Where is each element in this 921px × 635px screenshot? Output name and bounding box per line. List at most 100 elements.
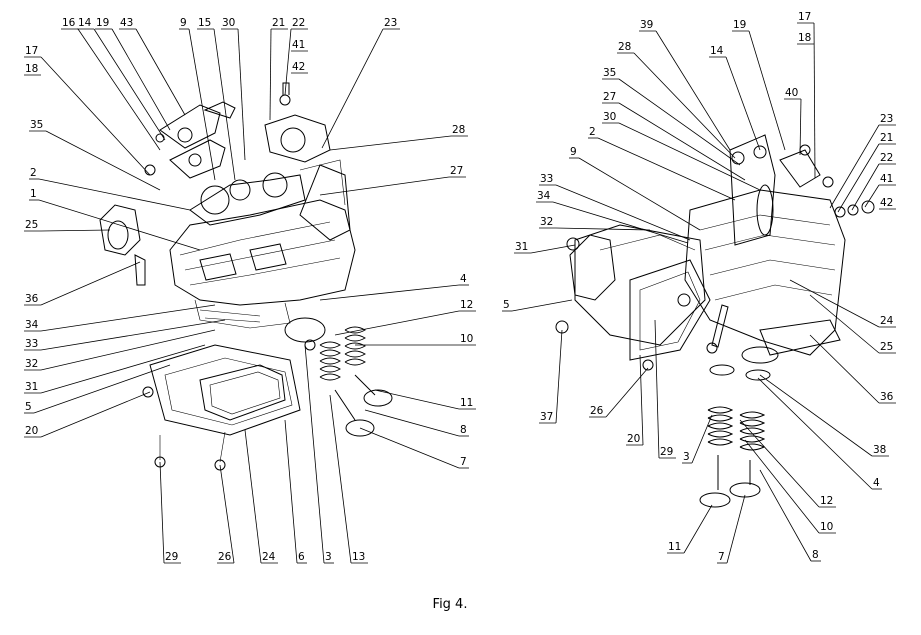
callout-number: 22 <box>292 17 305 29</box>
leader-line <box>655 30 731 151</box>
leader-line <box>683 504 713 554</box>
callout-number: 2 <box>30 167 37 179</box>
leader-line <box>829 124 880 209</box>
leader-line <box>789 279 880 328</box>
leader-line <box>77 28 161 151</box>
callout-number: 32 <box>540 216 553 228</box>
right-callout-41: 41 <box>864 173 896 208</box>
callout-number: 15 <box>198 17 211 29</box>
leader-line <box>744 439 820 534</box>
callout-number: 37 <box>540 411 553 423</box>
right-callout-22: 22 <box>851 152 896 211</box>
head-cover-drawing <box>142 317 326 471</box>
leader-line <box>40 56 151 176</box>
leader-line <box>284 419 298 564</box>
leader-line <box>851 163 880 211</box>
callout-number: 25 <box>25 219 38 231</box>
callout-number: 9 <box>570 146 577 158</box>
leader-line <box>691 414 713 464</box>
leader-line <box>809 294 880 354</box>
right-callout-42: 42 <box>879 197 896 210</box>
right-callout-14: 14 <box>709 45 761 151</box>
callout-number: 17 <box>798 11 811 23</box>
right-callout-36: 36 <box>809 334 896 404</box>
right-callout-38: 38 <box>759 374 889 457</box>
callout-number: 30 <box>603 111 616 123</box>
callout-number: 25 <box>880 341 893 353</box>
callout-number: 7 <box>718 551 725 563</box>
right-callout-35: 35 <box>602 67 741 166</box>
callout-number: 19 <box>96 17 109 29</box>
callout-number: 4 <box>873 477 880 489</box>
callout-number: 4 <box>460 273 467 285</box>
leader-line <box>639 354 644 446</box>
callout-number: 20 <box>627 433 640 445</box>
intake-gasket-drawing <box>99 204 146 286</box>
callout-number: 13 <box>352 551 365 563</box>
left-callout-25: 25 <box>24 219 111 232</box>
left-callout-3: 3 <box>304 344 334 564</box>
callout-number: 14 <box>78 17 92 29</box>
rocker-arm-drawing <box>144 101 236 179</box>
left-callout-30: 30 <box>221 17 246 161</box>
leader-line <box>38 178 191 211</box>
callout-number: 29 <box>165 551 178 563</box>
leader-line <box>597 137 736 201</box>
left-callout-8: 8 <box>364 409 469 437</box>
callout-number: 34 <box>537 190 551 202</box>
right-callout-34: 34 <box>536 190 689 244</box>
left-callout-23: 23 <box>321 17 400 149</box>
leader-line <box>618 122 761 191</box>
left-callout-5: 5 <box>24 364 171 414</box>
left-callout-17: 17 <box>24 45 151 176</box>
callout-number: 41 <box>880 173 893 185</box>
leader-line <box>237 28 246 161</box>
leader-line <box>654 319 660 459</box>
callout-number: 18 <box>798 32 811 44</box>
callout-number: 24 <box>880 315 894 327</box>
leader-line <box>33 364 171 414</box>
leader-line <box>284 28 292 96</box>
leader-line <box>40 304 216 332</box>
leader-line <box>329 394 352 564</box>
left-callout-41: 41 <box>291 39 308 52</box>
callout-number: 19 <box>733 19 746 31</box>
left-callout-15: 15 <box>197 17 236 181</box>
cylinder-head-drawing <box>169 159 356 329</box>
leader-line <box>748 30 786 151</box>
leader-line <box>759 469 812 562</box>
right-callout-7: 7 <box>717 494 746 564</box>
leader-line <box>40 229 111 232</box>
callout-number: 21 <box>880 132 893 144</box>
callout-number: 35 <box>30 119 43 131</box>
leader-line <box>578 157 701 231</box>
callout-number: 23 <box>384 17 397 29</box>
leader-line <box>809 334 880 404</box>
leader-line <box>319 284 460 301</box>
callout-number: 5 <box>503 299 510 311</box>
left-callout-36: 36 <box>24 261 141 306</box>
left-callout-19: 19 <box>95 17 171 131</box>
callout-number: 35 <box>603 67 616 79</box>
left-callout-43: 43 <box>119 17 186 116</box>
left-callout-10: 10 <box>355 333 476 346</box>
callout-number: 40 <box>785 87 798 99</box>
right-callout-30: 30 <box>602 111 761 191</box>
right-callout-21: 21 <box>837 132 896 213</box>
callout-number: 28 <box>452 124 465 136</box>
left-callout-29: 29 <box>159 461 181 564</box>
leader-line <box>364 409 460 437</box>
left-callout-35: 35 <box>29 119 161 191</box>
left-callout-32: 32 <box>24 329 216 371</box>
left-callout-12: 12 <box>334 299 476 336</box>
callout-number: 32 <box>25 358 38 370</box>
callout-number: 36 <box>25 293 39 305</box>
left-callout-31: 31 <box>24 344 206 394</box>
leader-line <box>329 135 452 151</box>
leader-line <box>135 28 186 116</box>
right-callout-2: 2 <box>588 126 736 201</box>
callout-number: 21 <box>272 17 285 29</box>
leader-line <box>38 199 201 251</box>
right-callout-26: 26 <box>589 367 649 418</box>
